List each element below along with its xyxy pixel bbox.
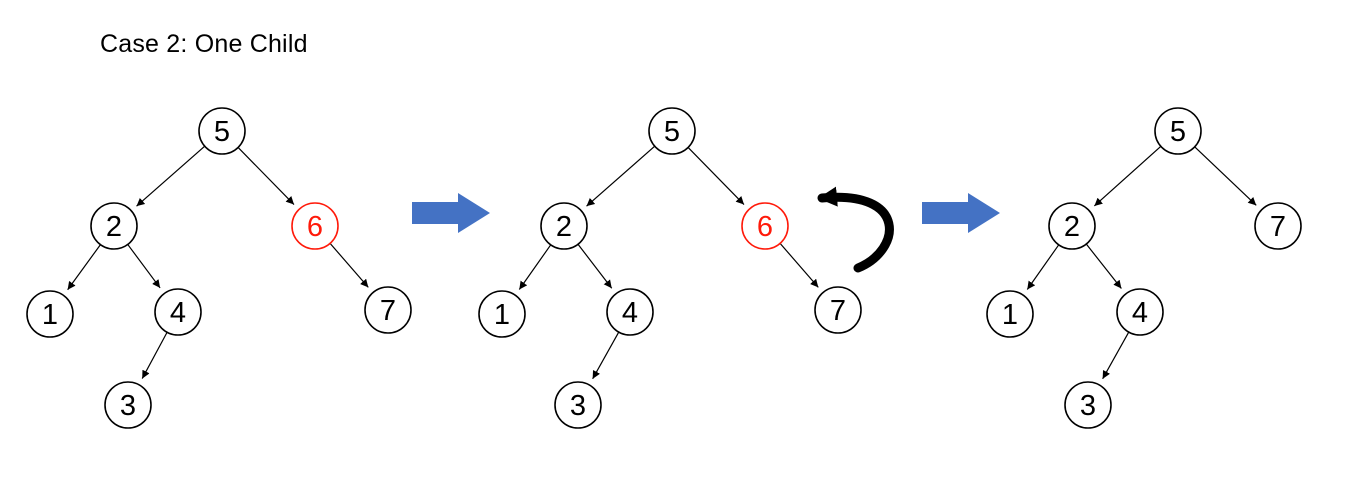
tree-before-delete-node-5-label: 5 <box>214 116 230 148</box>
tree-after-delete-node-7-circle <box>1254 202 1302 250</box>
tree-before-delete-node-6-label: 6 <box>307 211 323 243</box>
tree-after-delete-node-5: 5 <box>1154 107 1202 155</box>
tree-after-delete-node-1: 1 <box>986 290 1034 338</box>
tree-replace-step-edge-4-3 <box>592 331 620 380</box>
tree-before-delete-node-1-circle <box>26 290 74 338</box>
step-arrow-2 <box>922 193 1000 233</box>
tree-after-delete-edge-2-4 <box>1085 243 1122 289</box>
tree-before-delete-node-2: 2 <box>90 202 138 250</box>
tree-before-delete-node-6: 6 <box>291 202 339 250</box>
tree-before-delete-edge-6-7 <box>329 242 369 288</box>
tree-replace-step-edge-5-2 <box>586 145 656 207</box>
tree-replace-step-node-6-label: 6 <box>757 211 773 243</box>
tree-before-delete-node-3: 3 <box>104 381 152 429</box>
tree-before-delete-edge-5-2 <box>136 145 206 207</box>
tree-after-delete-node-4-label: 4 <box>1132 297 1148 329</box>
tree-before-delete-node-6-circle <box>291 202 339 250</box>
tree-replace-step-node-5-label: 5 <box>664 116 680 148</box>
tree-replace-step-node-2: 2 <box>540 202 588 250</box>
tree-after-delete-edge-5-7 <box>1194 146 1257 206</box>
tree-before-delete-node-4-label: 4 <box>170 297 186 329</box>
tree-replace-step-node-3: 3 <box>554 381 602 429</box>
tree-replace-step-node-7-circle <box>814 286 862 334</box>
tree-before-delete-node-7-label: 7 <box>380 295 396 327</box>
tree-after-delete-node-3-label: 3 <box>1080 390 1096 422</box>
tree-after-delete-node-4: 4 <box>1116 288 1164 336</box>
tree-replace-step-node-4: 4 <box>606 288 654 336</box>
tree-after-delete-node-7: 7 <box>1254 202 1302 250</box>
tree-replace-step-node-7-label: 7 <box>830 295 846 327</box>
tree-before-delete-node-5-circle <box>198 107 246 155</box>
tree-before-delete-node-4: 4 <box>154 288 202 336</box>
tree-after-delete-edge-4-3 <box>1102 331 1130 380</box>
tree-before-delete: 5 2 6 1 4 3 7 <box>26 107 412 429</box>
tree-replace-step-node-2-label: 2 <box>556 211 572 243</box>
tree-replace-step-edge-5-6 <box>687 147 745 205</box>
step-arrow-1 <box>412 193 490 233</box>
tree-replace-step-node-6-circle <box>741 202 789 250</box>
slide-title: Case 2: One Child <box>100 30 308 58</box>
tree-before-delete-node-1-label: 1 <box>42 299 58 331</box>
replace-arrow <box>817 186 894 273</box>
tree-before-delete-node-3-circle <box>104 381 152 429</box>
tree-replace-step-node-5: 5 <box>648 107 696 155</box>
tree-after-delete-node-2-circle <box>1048 202 1096 250</box>
tree-replace-step-edge-2-4 <box>577 243 613 289</box>
tree-after-delete-node-2: 2 <box>1048 202 1096 250</box>
tree-after-delete-node-3-circle <box>1064 381 1112 429</box>
tree-after-delete: 5 2 7 1 4 3 <box>986 107 1302 429</box>
tree-after-delete-node-4-circle <box>1116 288 1164 336</box>
tree-replace-step-edge-6-7 <box>779 242 819 288</box>
tree-replace-step-node-4-label: 4 <box>622 297 638 329</box>
tree-after-delete-node-1-circle <box>986 290 1034 338</box>
tree-after-delete-node-2-label: 2 <box>1064 211 1080 243</box>
tree-after-delete-node-5-circle <box>1154 107 1202 155</box>
tree-replace-step-node-1-label: 1 <box>494 299 510 331</box>
tree-before-delete-node-1: 1 <box>26 290 74 338</box>
tree-after-delete-node-1-label: 1 <box>1002 299 1018 331</box>
tree-before-delete-node-2-circle <box>90 202 138 250</box>
tree-before-delete-edge-2-4 <box>127 244 161 289</box>
tree-before-delete-edge-4-3 <box>141 331 168 379</box>
tree-before-delete-node-5: 5 <box>198 107 246 155</box>
tree-replace-step-node-6: 6 <box>741 202 789 250</box>
tree-before-delete-edge-5-6 <box>237 147 295 205</box>
tree-replace-step-edge-2-1 <box>518 244 552 290</box>
tree-after-delete-edge-5-2 <box>1093 145 1162 207</box>
tree-replace-step-node-2-circle <box>540 202 588 250</box>
tree-before-delete-node-4-circle <box>154 288 202 336</box>
tree-replace-step-node-7: 7 <box>814 286 862 334</box>
tree-after-delete-edge-2-1 <box>1026 244 1060 290</box>
tree-replace-step: 5 2 6 1 4 3 7 <box>478 107 862 429</box>
tree-replace-step-node-5-circle <box>648 107 696 155</box>
tree-replace-step-node-4-circle <box>606 288 654 336</box>
tree-replace-step-node-1-circle <box>478 290 526 338</box>
tree-before-delete-node-3-label: 3 <box>120 390 136 422</box>
tree-replace-step-node-3-circle <box>554 381 602 429</box>
tree-before-delete-node-2-label: 2 <box>106 211 122 243</box>
tree-after-delete-node-5-label: 5 <box>1170 116 1186 148</box>
tree-replace-step-node-3-label: 3 <box>570 390 586 422</box>
tree-before-delete-edge-2-1 <box>67 244 101 291</box>
tree-after-delete-node-7-label: 7 <box>1270 211 1286 243</box>
tree-before-delete-node-7: 7 <box>364 286 412 334</box>
tree-before-delete-node-7-circle <box>364 286 412 334</box>
tree-replace-step-node-1: 1 <box>478 290 526 338</box>
tree-after-delete-node-3: 3 <box>1064 381 1112 429</box>
